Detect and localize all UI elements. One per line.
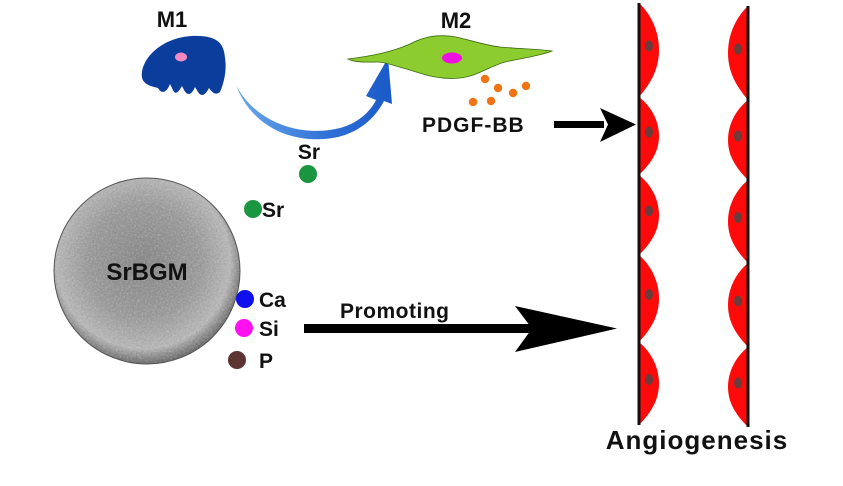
endothelial-nucleus-icon	[734, 212, 742, 223]
sr-label-top: Sr	[298, 141, 320, 164]
m2-label: M2	[441, 8, 472, 33]
endothelial-nucleus-icon	[734, 295, 742, 307]
pdgf-particle	[521, 81, 531, 91]
pdgf-particle	[486, 96, 496, 106]
promoting-label: Promoting	[340, 300, 450, 323]
pdgf-arrow-icon	[554, 108, 636, 142]
sr-ion-icon	[299, 165, 317, 183]
endothelial-nucleus-icon	[645, 40, 653, 52]
si-label: Si	[259, 318, 279, 341]
sr-ion-icon	[244, 200, 262, 218]
endothelial-nucleus-icon	[645, 289, 653, 300]
p-ion-icon	[228, 351, 246, 369]
srbgm-microsphere	[53, 177, 241, 365]
srbgm-label: SrBGM	[106, 259, 187, 286]
pdgf-particle	[480, 74, 490, 84]
m1-macrophage-icon	[141, 35, 226, 95]
m1-label: M1	[157, 7, 188, 32]
pdgf-particle	[493, 83, 503, 93]
endothelial-nucleus-icon	[645, 126, 653, 138]
p-label: P	[259, 350, 273, 373]
endothelial-nucleus-icon	[734, 43, 742, 55]
pdgf-particle	[508, 88, 518, 98]
ca-ion-icon	[236, 290, 254, 308]
si-ion-icon	[235, 319, 253, 337]
blood-vessel	[637, 3, 750, 427]
promoting-arrow-icon	[304, 306, 617, 352]
pdgf-particle	[468, 97, 478, 107]
endothelial-nucleus-icon	[645, 374, 653, 385]
sr-label-mid: Sr	[262, 199, 284, 222]
m2-nucleus-icon	[442, 52, 462, 64]
angiogenesis-label: Angiogenesis	[606, 425, 788, 455]
endothelial-nucleus-icon	[734, 377, 742, 389]
ca-label: Ca	[259, 289, 286, 312]
pdgf-bb-label: PDGF-BB	[422, 114, 525, 137]
polarization-arrow-icon	[236, 58, 392, 140]
pdgf-bb-particles	[468, 74, 531, 107]
m1-nucleus-icon	[175, 52, 187, 62]
endothelial-nucleus-icon	[734, 130, 742, 142]
endothelial-nucleus-icon	[645, 205, 653, 217]
